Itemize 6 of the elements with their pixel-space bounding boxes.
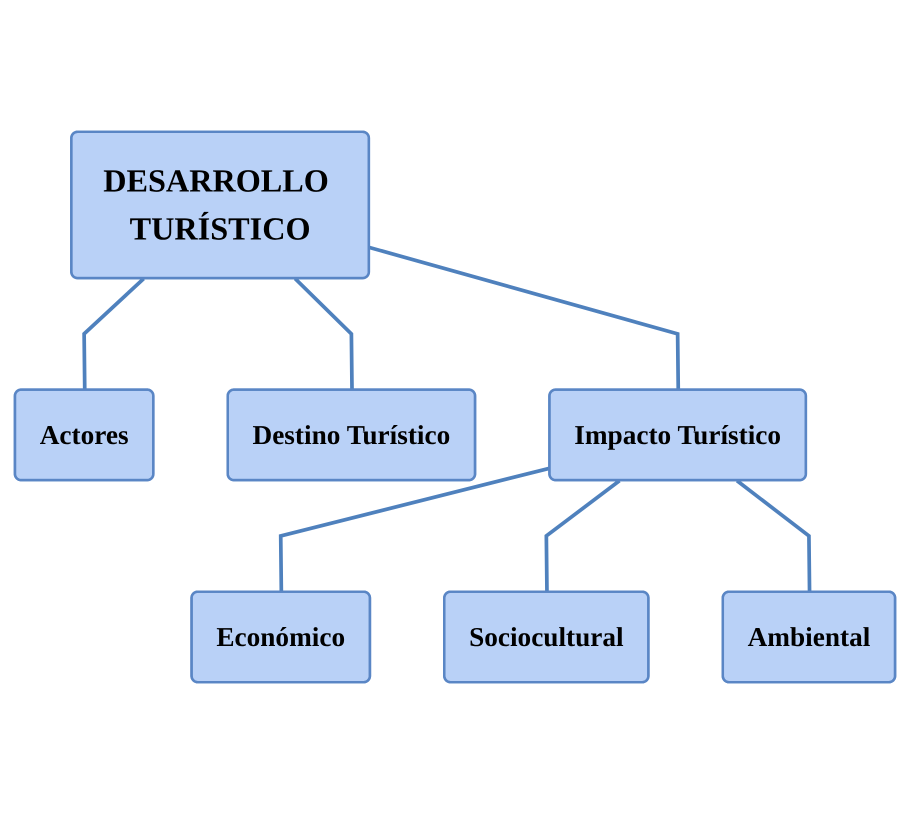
- connector: [544, 479, 621, 592]
- connector: [736, 479, 812, 592]
- connector: [82, 277, 145, 390]
- connector: [368, 246, 680, 390]
- connector: [278, 466, 550, 592]
- connector: [294, 277, 354, 390]
